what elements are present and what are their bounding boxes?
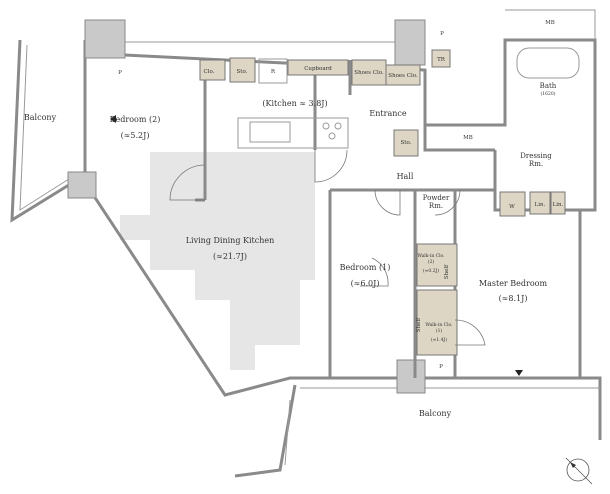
- wic1-num: (1): [436, 327, 443, 334]
- door-swings: [169, 149, 486, 346]
- cupboard: [287, 59, 349, 76]
- dressing-room-label: Dressing: [520, 152, 552, 160]
- column: [394, 19, 426, 66]
- bath-label: Bath: [540, 82, 557, 90]
- bedroom2-area: (≈5.2J): [121, 131, 150, 140]
- kitchen-label: (Kitchen ≈ 3.8J): [262, 99, 327, 108]
- mb-label: MB: [463, 135, 473, 141]
- south-balcony-rail: [234, 376, 602, 478]
- ldk-label: Living Dining Kitchen: [186, 236, 275, 245]
- entrance-label: Entrance: [369, 109, 406, 118]
- hall-label: Hall: [397, 172, 414, 181]
- trunk-room: [431, 49, 451, 68]
- master-bedroom-area: (≈8.1J): [499, 294, 528, 303]
- shoes-clo-label: Shoes Clo.: [388, 73, 418, 79]
- balcony-west-label: Balcony: [24, 113, 57, 122]
- mb-label: MB: [545, 20, 555, 26]
- balcony-south-label: Balcony: [419, 409, 452, 418]
- washer-space: [499, 191, 526, 217]
- wic2-num: (2): [428, 258, 435, 265]
- kitchen-counter: [237, 117, 349, 149]
- lin-label: Lin.: [535, 202, 546, 208]
- outer-wall: [83, 38, 597, 397]
- tr-label: TR: [437, 57, 446, 63]
- sto-label: Sto.: [401, 140, 412, 146]
- storage: [229, 57, 256, 83]
- washer-label: W: [509, 204, 515, 210]
- fridge-label: R: [271, 69, 276, 75]
- north-arrow-icon: [565, 457, 593, 485]
- west-balcony-edge: [19, 44, 81, 211]
- walk-in-closet-2: [416, 243, 458, 287]
- p-label: P: [440, 31, 444, 37]
- storage: [393, 129, 419, 157]
- column: [84, 19, 126, 59]
- north-edge: [125, 9, 596, 43]
- lin-label: Lin.: [553, 202, 564, 208]
- bathtub: [516, 47, 580, 79]
- shoes-closet: [385, 64, 421, 86]
- bedroom2-label: Bedroom (2): [110, 115, 161, 124]
- dressing-room-label-2: Rm.: [529, 160, 543, 168]
- linen-closet: [550, 191, 566, 215]
- p-label: P: [439, 364, 443, 370]
- closet: [199, 59, 226, 81]
- shelf-label: Shelf: [444, 264, 450, 279]
- kitchen-sink: [249, 121, 291, 143]
- wic2-area: (≈0.2J): [423, 267, 439, 274]
- fridge-space: [258, 58, 288, 84]
- linen-closet: [529, 191, 551, 215]
- walk-in-closet-1: [416, 289, 458, 356]
- shoes-clo-label: Shoes Clo.: [354, 70, 384, 76]
- shelf-label: Shelf: [416, 317, 422, 332]
- south-balcony-edge: [284, 387, 600, 466]
- entrance-arrow-icon: [110, 115, 116, 123]
- entrance-arrow-icon: [515, 370, 523, 376]
- bedroom1-label: Bedroom (1): [340, 263, 391, 272]
- stove-icon: [322, 122, 342, 140]
- powder-room-label: Powder: [423, 194, 450, 202]
- p-label: P: [118, 70, 122, 76]
- cupboard-label: Cupboard: [304, 66, 332, 72]
- master-bedroom-label: Master Bedroom: [479, 279, 548, 288]
- sto-label: Sto.: [237, 69, 248, 75]
- ldk-floor: [120, 152, 315, 370]
- ldk-area: (≈21.7J): [213, 252, 247, 261]
- bath-size: (1620): [541, 90, 556, 97]
- wic1-label: Walk-in Clo.: [425, 322, 453, 328]
- bedroom1-area: (≈6.0J): [351, 279, 380, 288]
- column: [67, 171, 97, 199]
- clo-label: Clo.: [204, 69, 215, 75]
- column: [396, 359, 426, 394]
- wic1-area: (≈1.4J): [431, 336, 447, 343]
- powder-room-label-2: Rm.: [429, 202, 443, 210]
- wic2-label: Walk-in Clo.: [417, 253, 445, 259]
